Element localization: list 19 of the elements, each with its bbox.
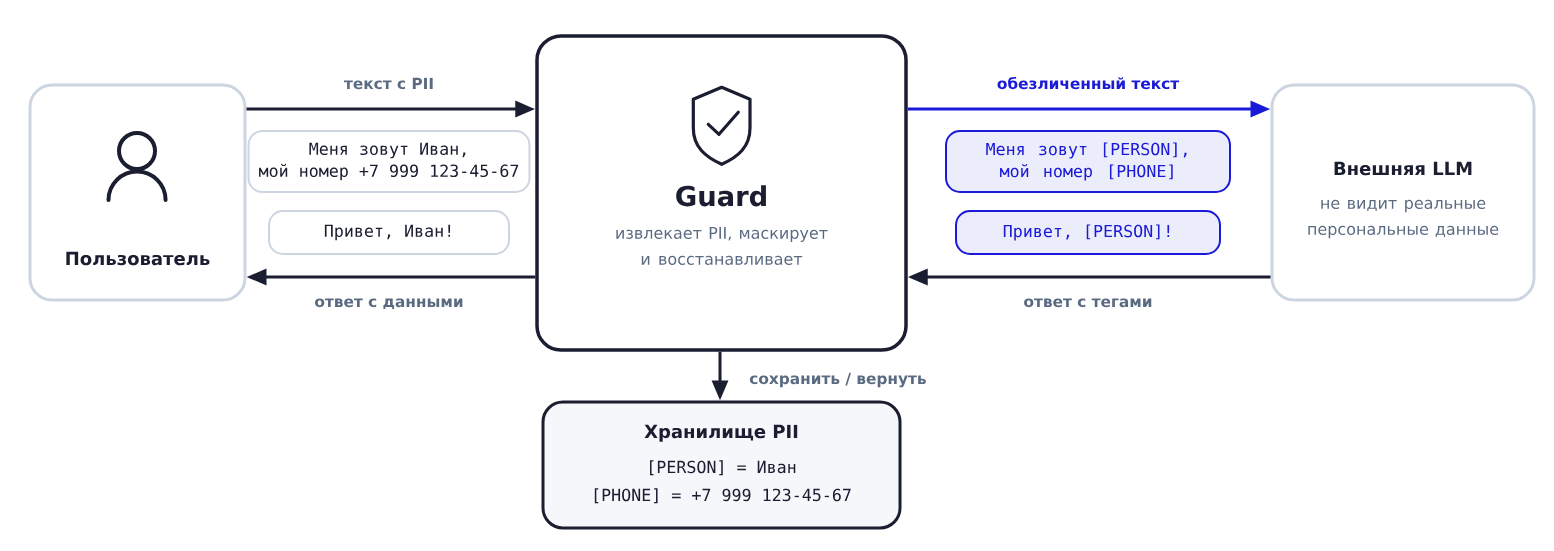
- box-description: извлекает PII, маскирует и восстанавливает: [616, 227, 828, 265]
- box-title: Пользователь: [66, 251, 210, 266]
- message-bubble: Привет, Иван!: [268, 210, 510, 255]
- message-bubble: Меня зовут Иван, мой номер +7 999 123-45-67: [247, 130, 531, 193]
- mapping-text: [PHONE] = +7 999 123-45-67: [594, 488, 851, 504]
- edge-label: ответ с данными: [312, 296, 466, 312]
- box-title: Хранилище PII: [644, 424, 798, 442]
- message-bubble: Меня зовут [PERSON], мой номер [PHONE]: [945, 130, 1231, 193]
- mapping-text: [PERSON] = Иван: [650, 460, 796, 476]
- box-title: Внешняя LLM: [1334, 161, 1472, 176]
- edge-label: сохранить / вернуть: [747, 370, 929, 390]
- box-title: Guard: [676, 185, 766, 207]
- llm-box: [1270, 83, 1536, 302]
- storage-box: [541, 400, 902, 530]
- edge-label: ответ с тегами: [1021, 296, 1155, 310]
- box-description: не видит реальные персональные данные: [1308, 199, 1499, 239]
- edge-label: обезличенный текст: [994, 74, 1182, 92]
- edge-label: текст с PII: [341, 75, 437, 92]
- message-bubble: Привет, [PERSON]!: [955, 210, 1221, 255]
